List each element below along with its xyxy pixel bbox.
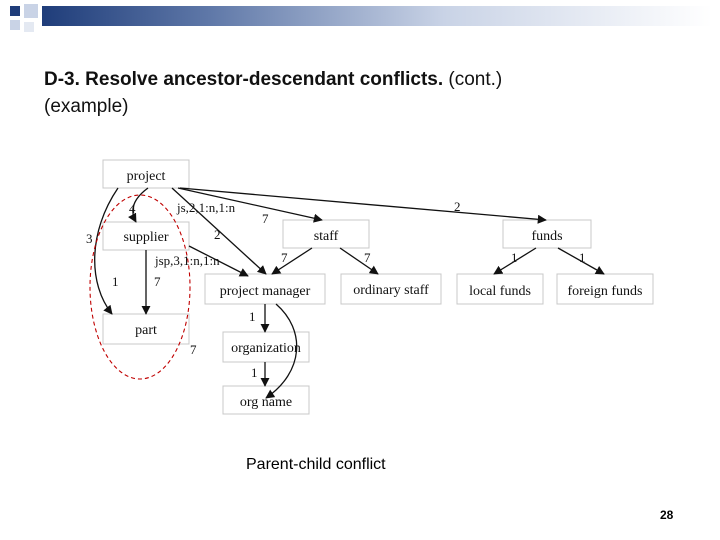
diagram-caption: Parent-child conflict [246,456,386,473]
corner-square-4 [24,22,34,32]
edge-label-7-loop: 7 [190,342,197,357]
edge-project-pm [171,187,267,275]
edge-label-2-funds: 2 [454,199,461,214]
node-project-box [102,159,190,189]
node-staff-box [282,219,370,249]
edge-label-1-lf: 1 [511,250,518,265]
node-supplier-box [102,221,190,251]
edge-label-jsp: jsp,3,1:n,1:n [154,253,220,268]
edge-funds-ff [557,247,605,275]
node-pm-box [204,273,326,305]
corner-square-2 [24,4,38,18]
corner-square-1 [10,6,20,16]
node-funds-label: funds [531,229,562,244]
title-bold: D-3. Resolve ancestor-descendant conflic… [44,69,444,90]
node-org-label: organization [231,341,301,356]
edge-project-funds [179,187,547,224]
node-supplier-label: supplier [123,230,168,245]
edge-supplier-pm [188,245,249,277]
corner-square-3 [10,20,20,30]
page-number: 28 [660,508,674,522]
edge-staff-pm [271,247,313,275]
node-funds-box [502,219,592,249]
edge-label-1-ff: 1 [579,250,586,265]
edge-label-7-part: 7 [154,274,161,289]
edge-label-7-pm: 7 [281,250,288,265]
conflict-ellipse [89,194,191,380]
edge-label-2-pm: 2 [214,227,221,242]
slide-title: D-3. Resolve ancestor-descendant conflic… [44,66,684,120]
top-gradient-bar [42,6,712,26]
edge-pm-orgname-curve [265,303,298,399]
node-os-label: ordinary staff [353,283,429,298]
edge-staff-os [339,247,379,275]
title-line2: (example) [44,96,129,117]
edge-label-1-left: 1 [112,274,119,289]
edge-project-part-curve [94,187,119,315]
node-project-label: project [127,169,166,184]
edge-funds-lf [493,247,537,275]
edge-label-4: 4 [129,201,136,216]
edge-label-js: js,2,1:n,1:n [176,200,236,215]
node-os-box [340,273,442,305]
node-lf-label: local funds [469,284,531,299]
node-ff-label: foreign funds [567,284,642,299]
node-staff-label: staff [314,229,339,244]
node-part-label: part [135,323,157,338]
edge-label-7-os: 7 [364,250,371,265]
edge-label-7-staff: 7 [262,211,269,226]
node-pm-label: project manager [220,284,311,299]
node-ff-box [556,273,654,305]
title-rest: (cont.) [443,69,503,90]
edge-project-staff [177,187,323,223]
node-orgname-label: org name [240,395,292,410]
edge-label-1-orgname: 1 [251,365,258,380]
edge-project-supplier-curve [128,187,149,223]
edge-label-3: 3 [86,231,93,246]
edge-label-1-org: 1 [249,309,256,324]
node-lf-box [456,273,544,305]
